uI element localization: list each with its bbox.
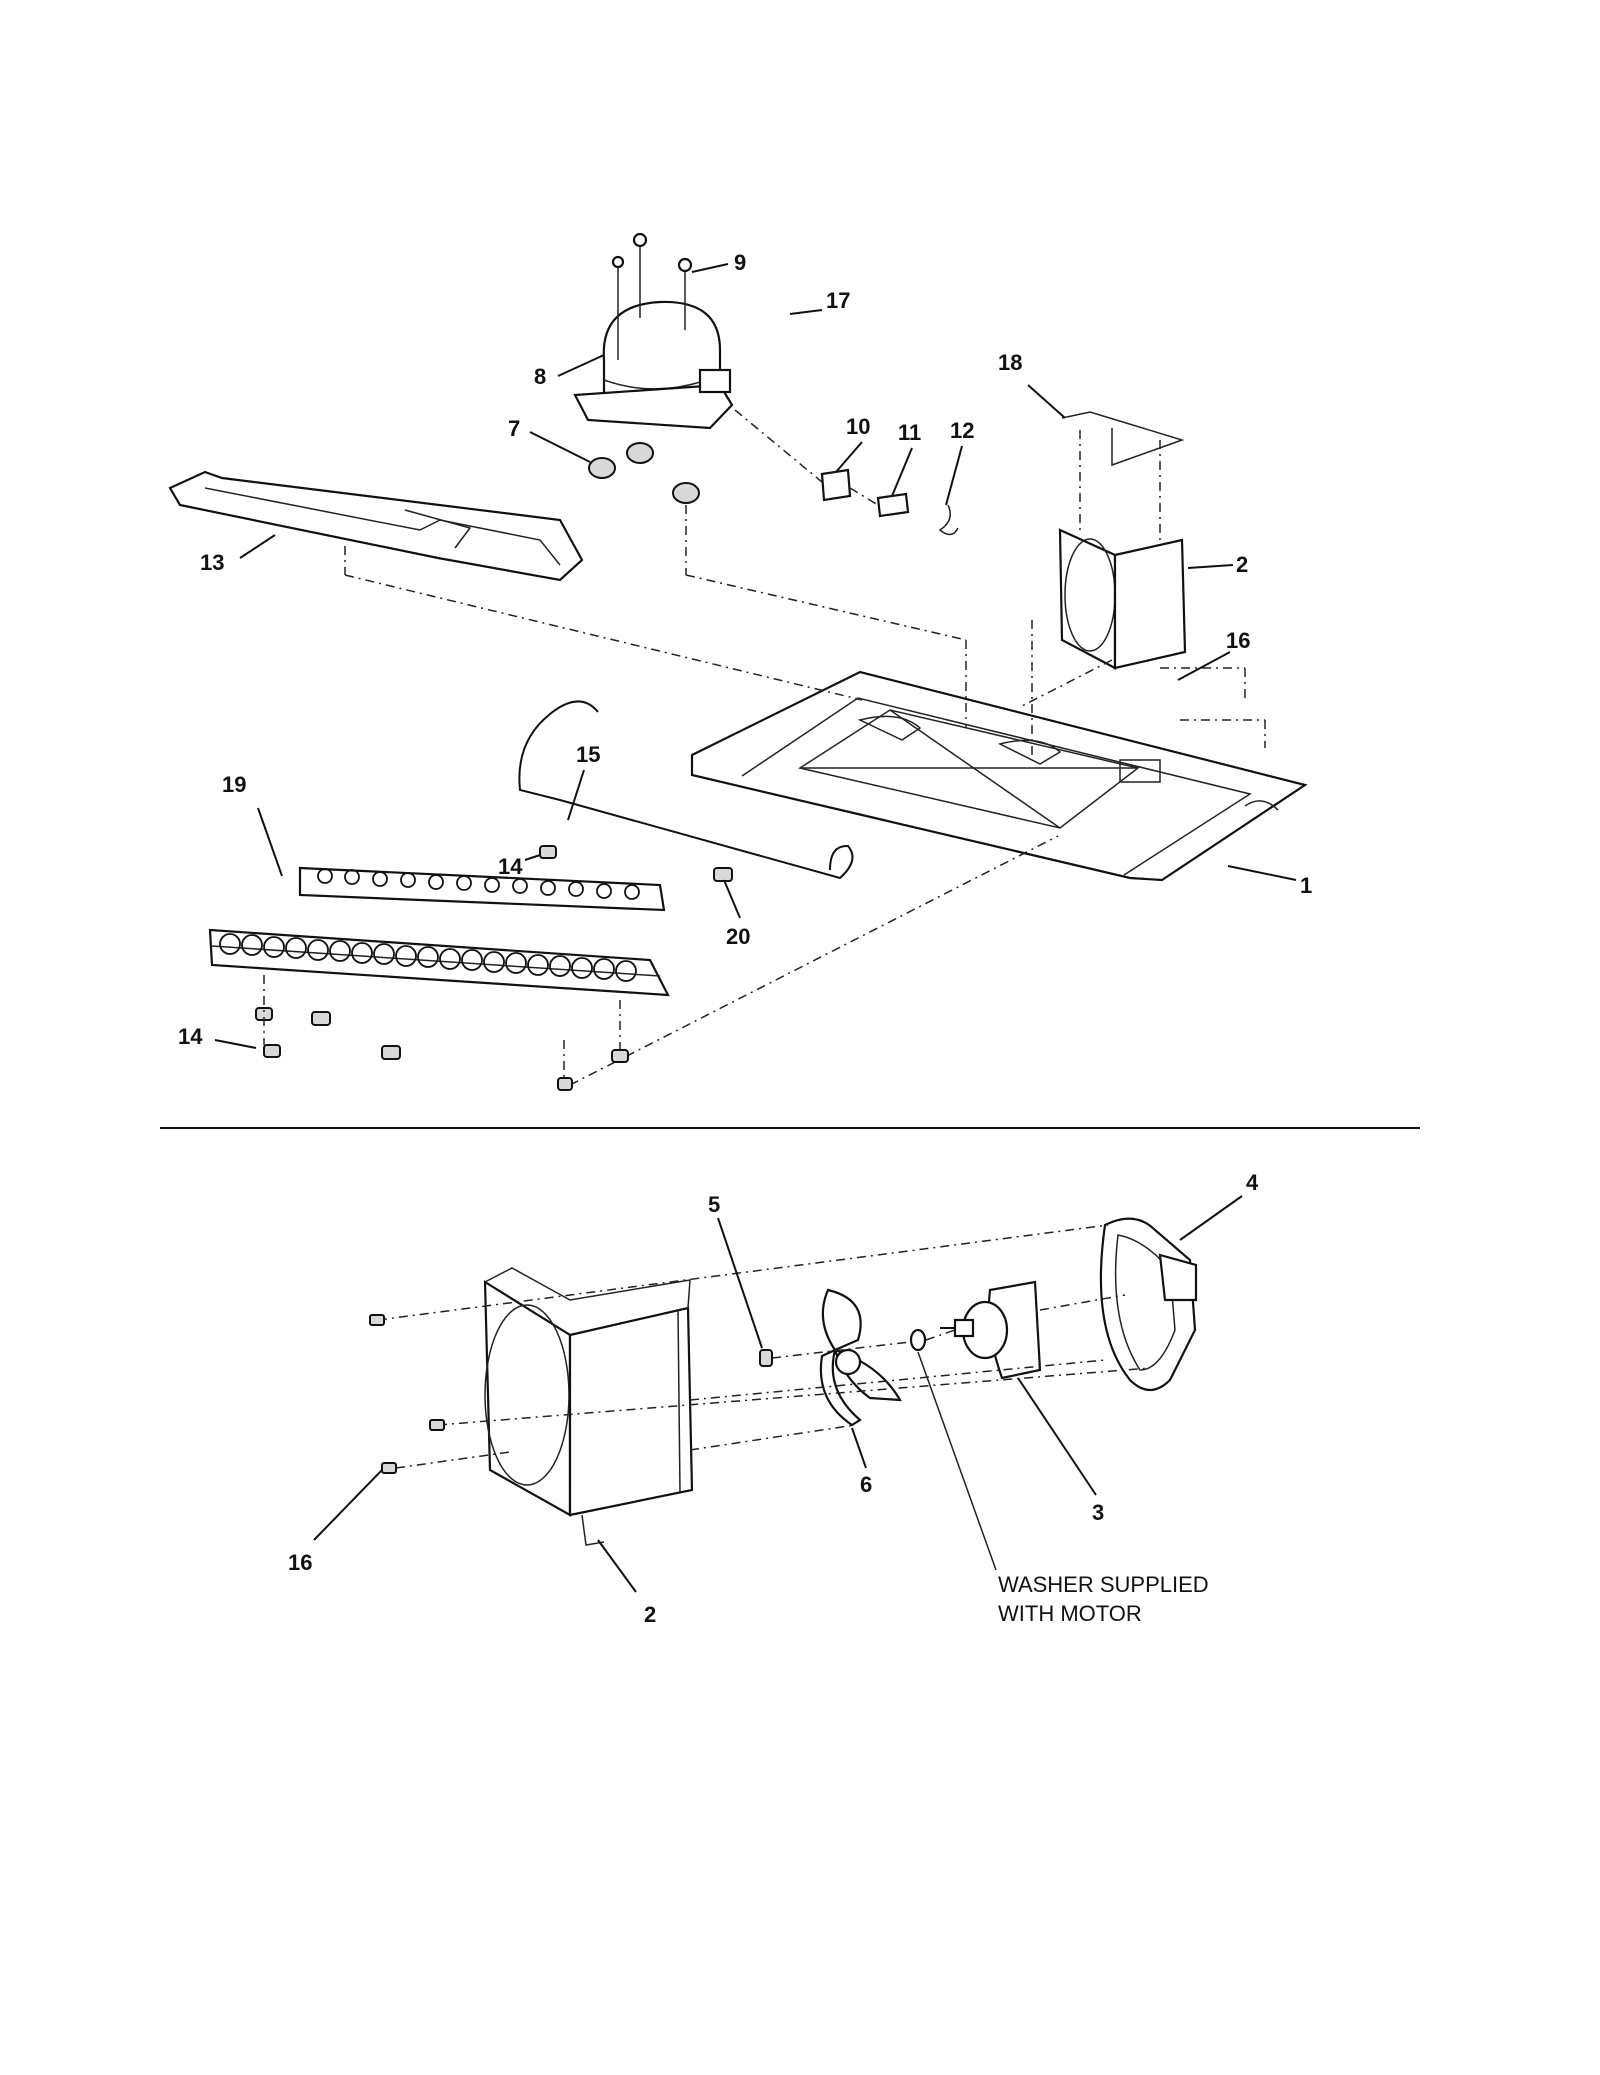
lower-leaders	[377, 1224, 1151, 1469]
tubing	[518, 700, 854, 880]
callout-2-lower: 2	[644, 1602, 656, 1627]
callout-16-upper: 16	[1226, 628, 1250, 653]
callout-18: 18	[998, 350, 1022, 375]
note-line-2: WITH MOTOR	[998, 1601, 1142, 1626]
relay-overload	[734, 409, 959, 536]
base-plate	[690, 670, 1308, 882]
callout-17: 17	[826, 288, 850, 313]
callout-1: 1	[1300, 873, 1312, 898]
compressor	[573, 232, 734, 430]
callout-5: 5	[708, 1192, 720, 1217]
callout-10: 10	[846, 414, 870, 439]
callout-3: 3	[1092, 1500, 1104, 1525]
callout-12: 12	[950, 418, 974, 443]
motor-bracket	[1099, 1217, 1198, 1392]
callout-19: 19	[222, 772, 246, 797]
callout-14-lower: 14	[178, 1024, 203, 1049]
note-line-1: WASHER SUPPLIED	[998, 1572, 1209, 1597]
lower-screws	[369, 1314, 445, 1474]
callout-16-lower: 16	[288, 1550, 312, 1575]
fan-blade	[819, 1288, 902, 1427]
condenser-coil	[208, 866, 670, 997]
callout-11: 11	[898, 420, 921, 445]
upper-callouts: 9 17 8 18 7 10 11 12 13 2 16 15 19 14 1 …	[178, 250, 1312, 1049]
mounting-pins	[255, 845, 733, 1091]
callout-9: 9	[734, 250, 746, 275]
callout-2-upper: 2	[1236, 552, 1248, 577]
callout-4: 4	[1246, 1170, 1259, 1195]
callout-15: 15	[576, 742, 600, 767]
drain-pan	[168, 470, 584, 582]
callout-13: 13	[200, 550, 224, 575]
lower-callouts: 5 4 6 3 16 2	[288, 1170, 1259, 1627]
callout-7: 7	[508, 416, 520, 441]
compressor-grommets	[588, 442, 700, 504]
callout-6: 6	[860, 1472, 872, 1497]
lower-callout-leaders	[313, 1195, 1243, 1593]
fan-shroud-upper	[1058, 411, 1187, 670]
upper-callout-leaders	[214, 263, 1297, 1049]
callout-14-upper: 14	[498, 854, 523, 879]
washer-note: WASHER SUPPLIED WITH MOTOR	[998, 1572, 1209, 1626]
fan-shroud-lower	[483, 1267, 694, 1546]
callout-8: 8	[534, 364, 546, 389]
clip-and-washer	[759, 1328, 927, 1367]
callout-20: 20	[726, 924, 750, 949]
upper-leaders	[344, 505, 1266, 1086]
fan-motor	[940, 1280, 1042, 1380]
